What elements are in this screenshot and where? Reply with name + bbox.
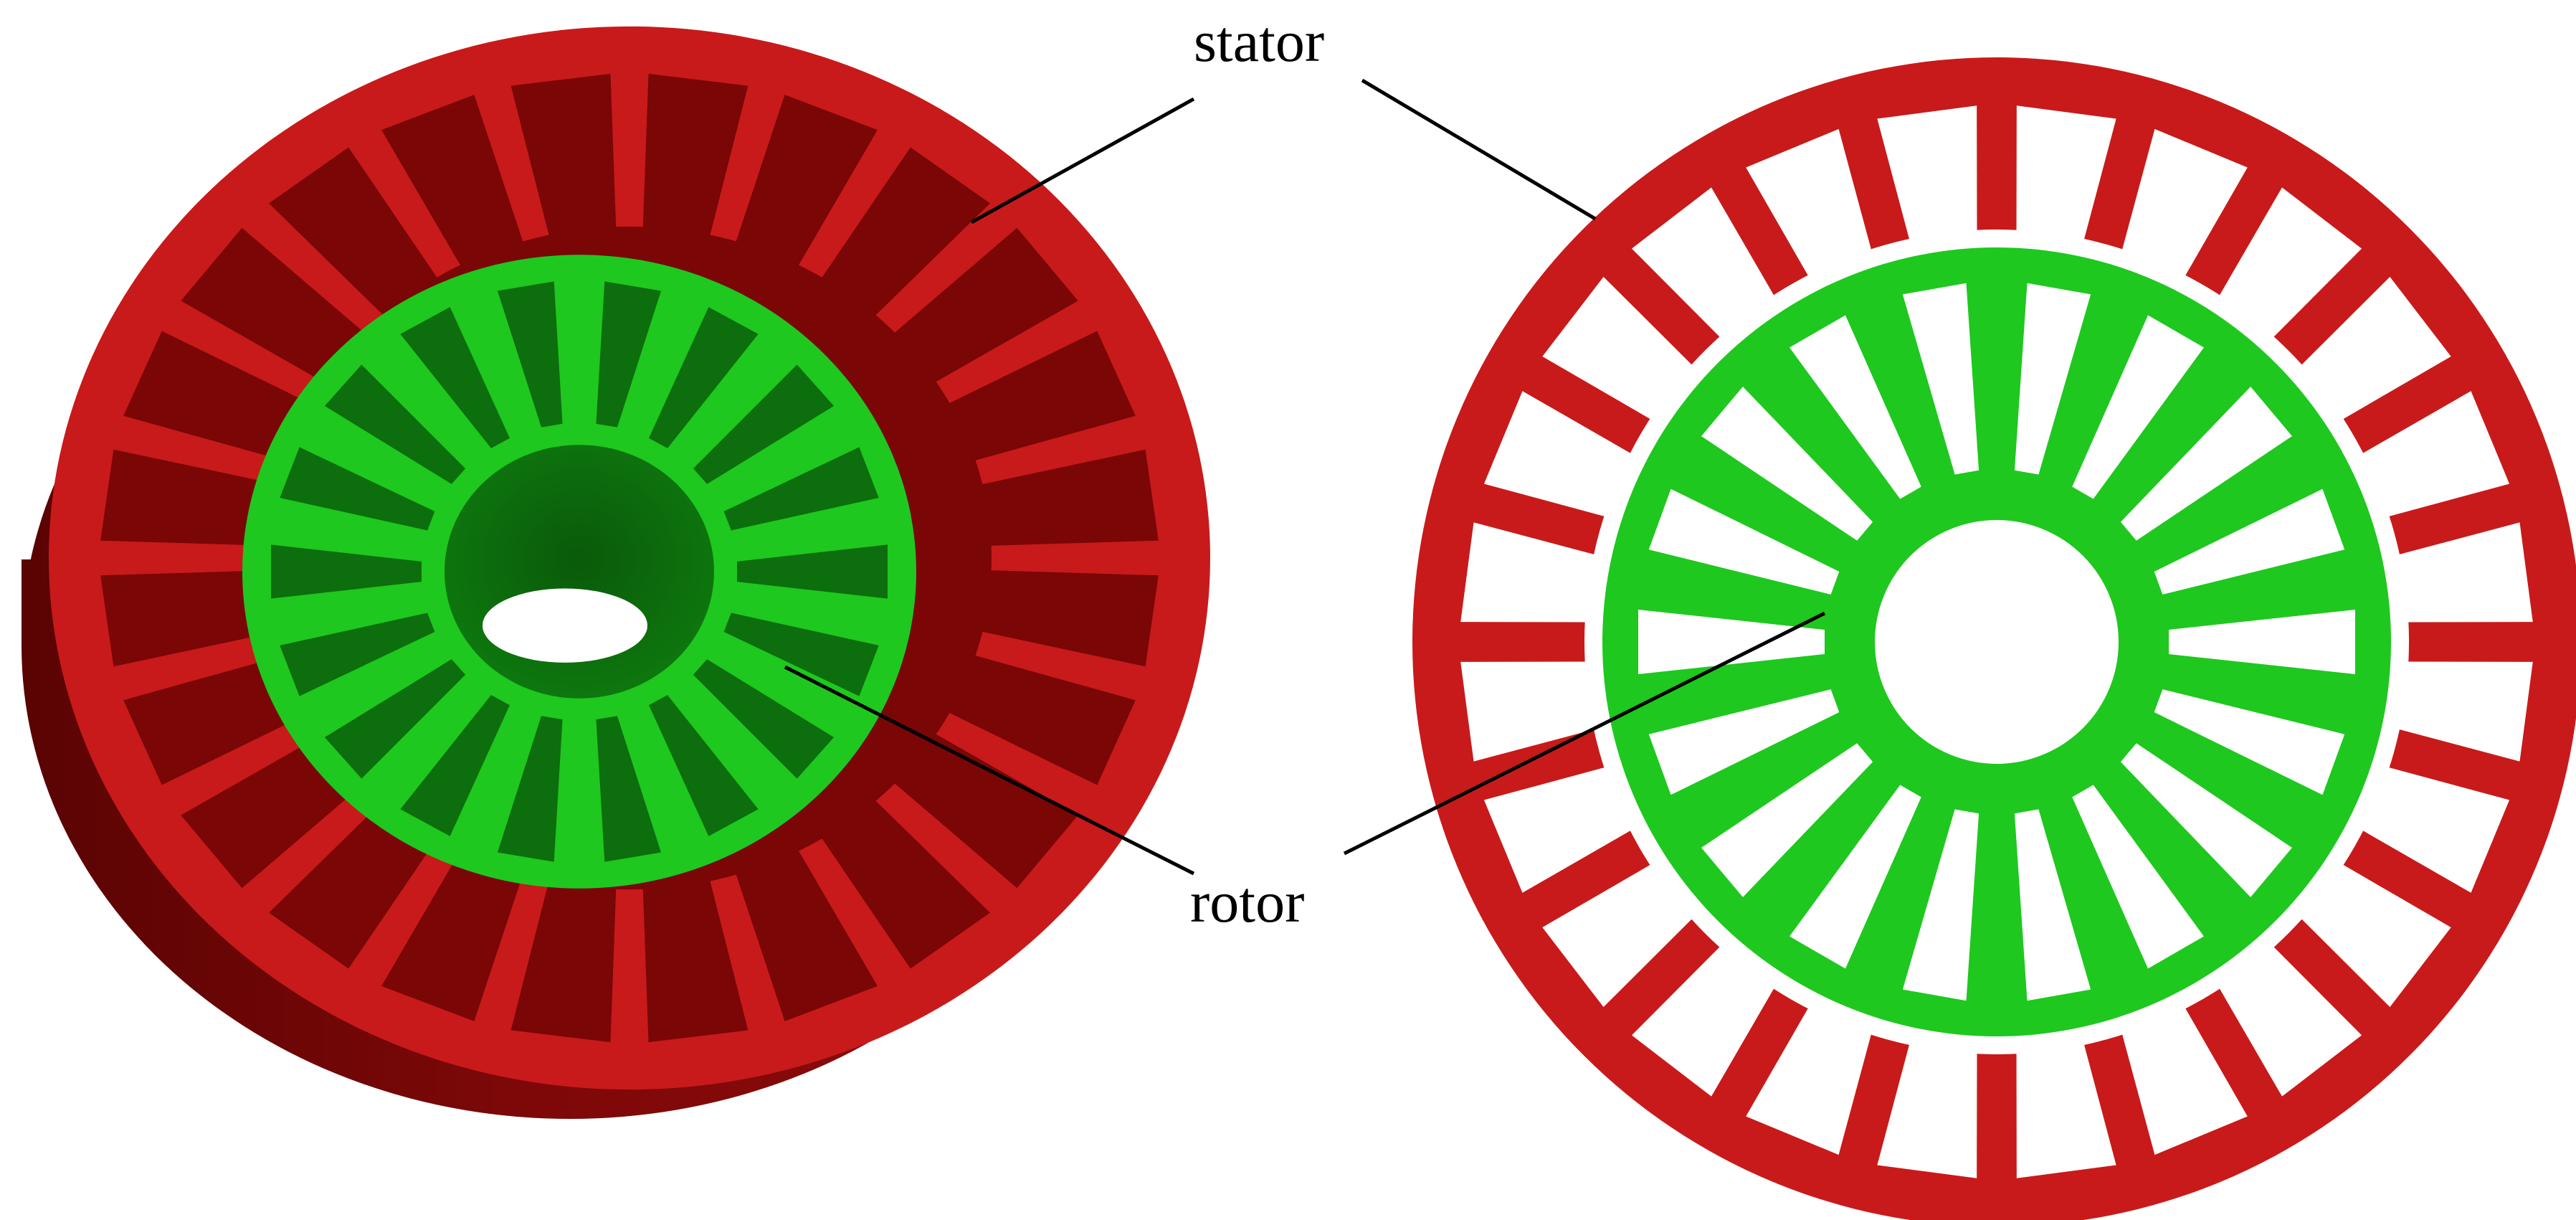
- stator-slot: [2295, 860, 2451, 1008]
- rotor-slot: [280, 447, 435, 531]
- stator-leader-right: [1361, 78, 1597, 221]
- rotor-slot: [2072, 785, 2204, 969]
- rotor-front: [1602, 247, 2391, 1036]
- stator-slot: [642, 73, 748, 243]
- rotor-slot: [2014, 283, 2091, 475]
- rotor-slot: [2072, 315, 2204, 499]
- stator-slot: [1542, 276, 1698, 424]
- rotor-slot: [324, 659, 466, 779]
- stator-slot: [2016, 105, 2116, 248]
- stator-slot: [2016, 1036, 2116, 1178]
- rotor-slot: [1701, 387, 1873, 541]
- stator-slot: [2119, 1000, 2248, 1155]
- stator-slot: [2390, 661, 2533, 762]
- bore-opening-iso: [483, 588, 647, 663]
- rotor-slot: [400, 307, 510, 448]
- stator-slot: [2354, 765, 2510, 893]
- stator-slot: [510, 873, 617, 1043]
- rotor-slot: [693, 659, 835, 779]
- stator-callout: stator: [970, 9, 1597, 224]
- rotor-slot: [649, 695, 759, 836]
- rotor-slot: [2169, 610, 2355, 674]
- rotor-slot: [596, 281, 662, 427]
- rotor-slot: [2154, 689, 2345, 795]
- rotor-slot: [2120, 387, 2292, 541]
- rotor-slot: [1790, 315, 1921, 499]
- rotor-slot: [324, 364, 466, 484]
- stator-slot: [1746, 1000, 1874, 1155]
- rotor-slot: [649, 307, 759, 448]
- stator-slot: [642, 873, 748, 1043]
- rotor-slot: [1701, 743, 1873, 897]
- stator-slot: [1483, 765, 1639, 893]
- rotor-leader-right: [1343, 611, 1826, 856]
- rotor-slot: [1902, 283, 1979, 475]
- stator-slot: [2295, 276, 2451, 424]
- rotor-slot: [596, 716, 662, 862]
- stator-slots-front: [1460, 105, 2533, 1178]
- stator-slot: [1542, 860, 1698, 1008]
- stator-slot: [1460, 522, 1603, 623]
- stator-leader-left: [970, 97, 1195, 224]
- rotor-slot: [1648, 689, 1840, 795]
- rotor-slot: [2120, 743, 2292, 897]
- stator-slot: [2119, 128, 2248, 284]
- rotor-slot: [497, 716, 563, 862]
- stator-slot: [888, 227, 1078, 387]
- stator-slot: [381, 843, 526, 1021]
- stator-slot: [100, 569, 286, 667]
- stator-slot: [733, 95, 878, 273]
- rotor-slot: [280, 613, 435, 696]
- rotor-slot: [2014, 809, 2091, 1001]
- stator-slot: [2354, 391, 2510, 519]
- stator-slot: [817, 147, 990, 321]
- rotor-slot: [737, 544, 888, 599]
- rotor-slot: [497, 281, 563, 427]
- stator-slot: [941, 653, 1136, 785]
- stator-slot: [2215, 187, 2362, 344]
- stator-slot: [269, 147, 442, 321]
- stator-slot: [100, 449, 286, 547]
- stator-slot: [1483, 391, 1639, 519]
- stator-slot: [2215, 940, 2362, 1097]
- isometric-view: [22, 26, 1210, 1119]
- stator-slot: [817, 795, 990, 969]
- stator-slot: [733, 843, 878, 1021]
- stator-slot: [510, 73, 617, 243]
- stator-slot: [973, 449, 1159, 547]
- rotor-slots-iso: [271, 281, 888, 862]
- rotor-callout: rotor: [784, 611, 1826, 935]
- rotor-leader-left: [784, 665, 1195, 876]
- rotor-slot: [400, 695, 510, 836]
- stator-slot: [1877, 1036, 1977, 1178]
- rotor-slot: [723, 447, 879, 531]
- rotor-iso: [242, 255, 916, 889]
- stator-slot: [1460, 661, 1603, 762]
- stator-label: stator: [1194, 9, 1324, 74]
- stator-slot: [888, 729, 1078, 889]
- rotor-slot: [693, 364, 835, 484]
- rotor-label: rotor: [1190, 869, 1304, 935]
- stator-slot: [1877, 105, 1977, 248]
- stator-slot: [381, 95, 526, 273]
- stator-slot: [973, 569, 1159, 667]
- rotor-slot: [723, 613, 879, 696]
- stator-slot: [181, 227, 371, 387]
- rotor-slot: [1648, 488, 1840, 595]
- rotor-slot: [2154, 488, 2345, 595]
- rotor-slot: [271, 544, 422, 599]
- stator-slot: [123, 331, 318, 463]
- front-view: [1412, 57, 2576, 1220]
- rotor-slots-front: [1638, 283, 2355, 1001]
- stator-slot: [1631, 940, 1779, 1097]
- rotor-slot: [1902, 809, 1979, 1001]
- stator-slot: [1631, 187, 1779, 344]
- rotor-bore-front: [1875, 520, 2119, 764]
- rotor-slot: [1638, 610, 1825, 674]
- stator-slot: [2390, 522, 2533, 623]
- rotor-slot: [1790, 785, 1921, 969]
- stator-slot: [1746, 128, 1874, 284]
- stator-slot: [941, 331, 1136, 463]
